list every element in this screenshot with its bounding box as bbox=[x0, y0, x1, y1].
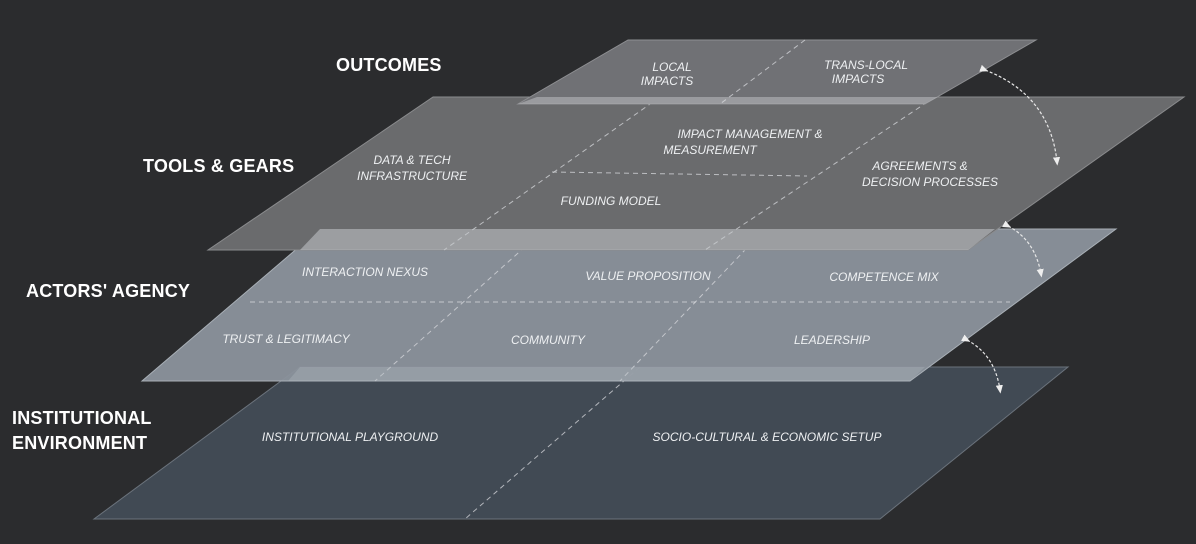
plane-actors bbox=[140, 228, 1118, 382]
cell-leadership: LEADERSHIP bbox=[794, 333, 870, 347]
divider bbox=[374, 228, 546, 382]
divider bbox=[551, 171, 808, 177]
cell-impact-management: IMPACT MANAGEMENT &MEASUREMENT bbox=[663, 127, 822, 157]
cell-trust-legitimacy: TRUST & LEGITIMACY bbox=[222, 332, 350, 346]
plane-institutional bbox=[92, 366, 1070, 520]
plane-tools bbox=[206, 96, 1186, 251]
bidirectional-arrow-icon bbox=[961, 334, 1003, 394]
overlap-strip bbox=[288, 367, 925, 381]
cell-interaction-nexus: INTERACTION NEXUS bbox=[302, 265, 428, 279]
divider bbox=[619, 228, 766, 382]
divider bbox=[464, 366, 641, 520]
cell-institutional-playground: INSTITUTIONAL PLAYGROUND bbox=[262, 430, 439, 444]
cell-funding-model: FUNDING MODEL bbox=[561, 194, 662, 208]
cell-agreements: AGREEMENTS &DECISION PROCESSES bbox=[862, 159, 998, 189]
layer-label-actors: ACTORS' AGENCY bbox=[26, 281, 191, 301]
bidirectional-arrow-icon bbox=[979, 64, 1061, 166]
layer-label-institutional-1: INSTITUTIONAL bbox=[12, 408, 152, 428]
overlap-strip bbox=[518, 97, 938, 104]
layer-label-institutional-2: ENVIRONMENT bbox=[12, 433, 148, 453]
layer-label-outcomes: OUTCOMES bbox=[336, 55, 442, 75]
cell-socio-cultural-setup: SOCIO-CULTURAL & ECONOMIC SETUP bbox=[653, 430, 882, 444]
layer-label-tools: TOOLS & GEARS bbox=[143, 156, 295, 176]
divider bbox=[704, 96, 936, 251]
cell-community: COMMUNITY bbox=[511, 333, 586, 347]
overlap-strip bbox=[300, 229, 995, 250]
cell-competence-mix: COMPETENCE MIX bbox=[829, 270, 939, 284]
plane-outcomes bbox=[516, 39, 1038, 105]
divider bbox=[443, 96, 661, 251]
cell-value-proposition: VALUE PROPOSITION bbox=[585, 269, 711, 283]
